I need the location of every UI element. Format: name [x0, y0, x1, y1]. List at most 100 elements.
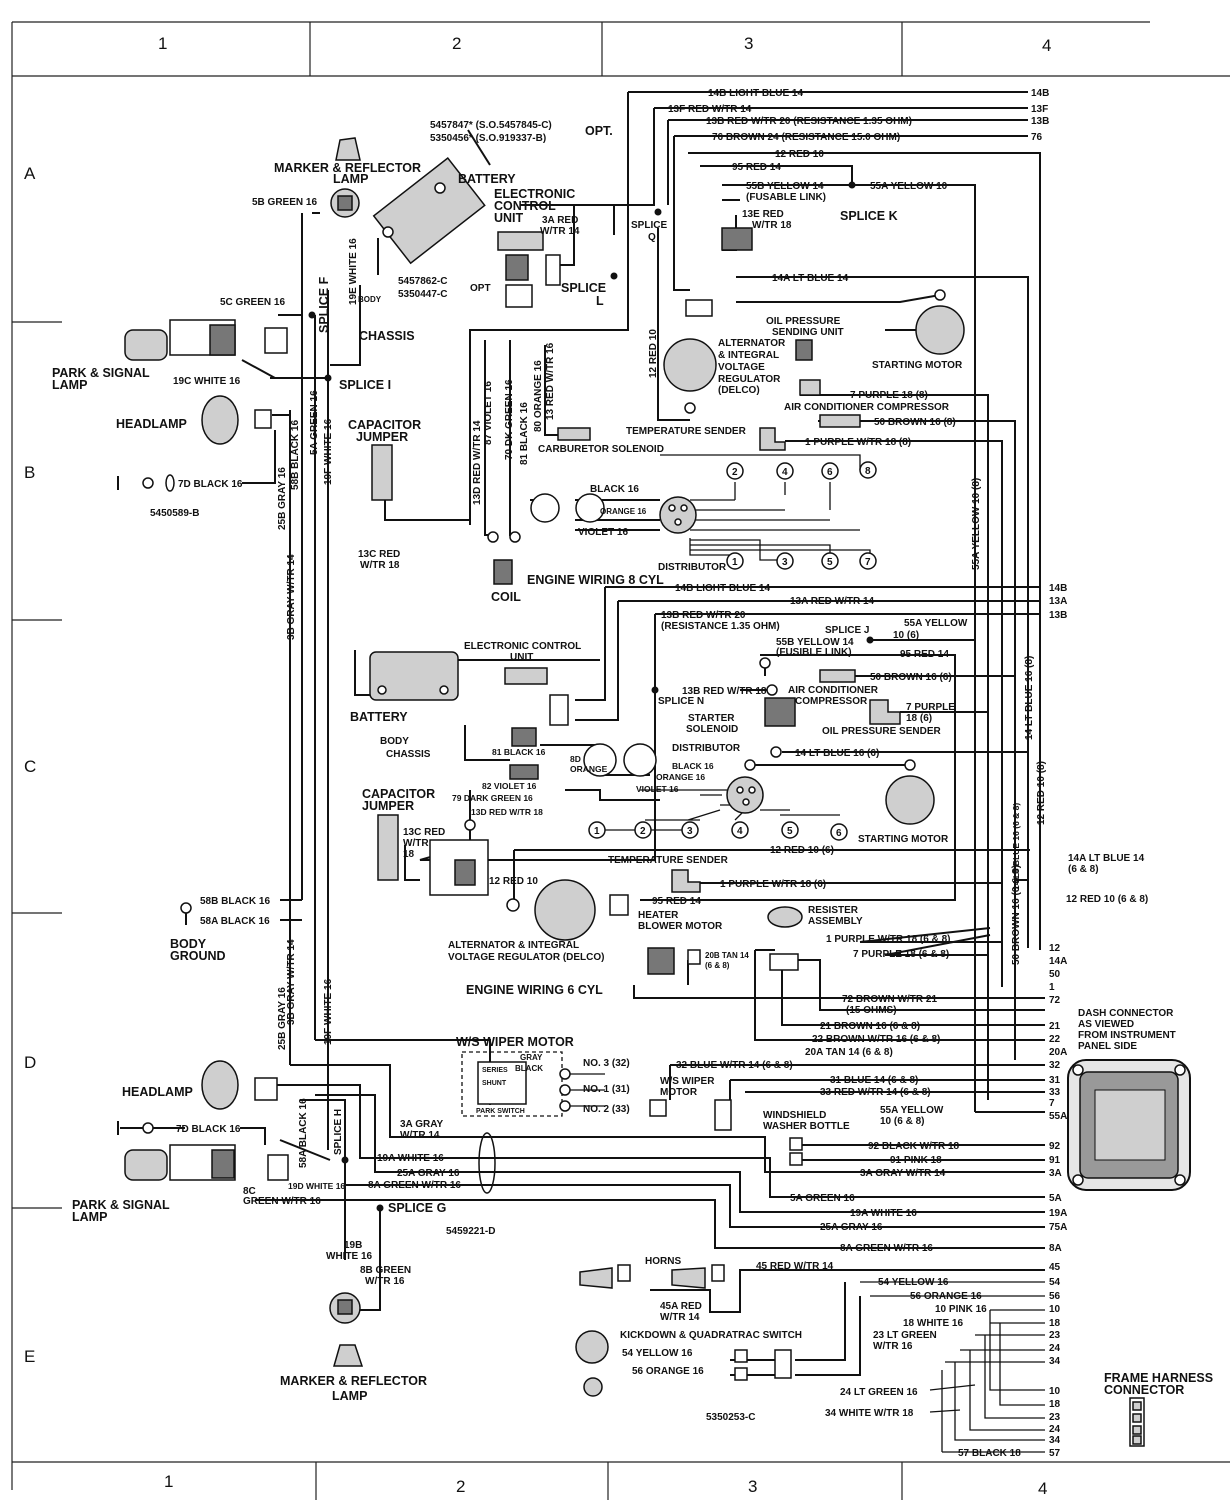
terminal-76-top: 76 [1031, 132, 1043, 143]
ecu-8-label-1: ELECTRONIC [494, 187, 575, 201]
wire-13c-6-2: W/TR [403, 838, 429, 849]
splice-n-label: SPLICE N [658, 696, 704, 707]
terminal-13f-top: 13F [1031, 104, 1048, 115]
wire-5a-r: 5A GREEN 16 [790, 1193, 855, 1204]
grid-labels: 1 2 3 4 1 2 3 4 A B C D E [24, 34, 1051, 1498]
wire-8d-2: ORANGE [570, 764, 608, 774]
splice-ellipse [478, 1132, 496, 1194]
wire-58a-6: 58A BLACK 16 [200, 916, 270, 927]
wire-3a-r: 3A GRAY W/TR 14 [860, 1168, 946, 1179]
wire-violet16-6: VIOLET 16 [636, 784, 679, 794]
capacitor-8-label: CAPACITOR [348, 418, 421, 432]
wire-labels-6cyl: 14B LIGHT BLUE 14 13A RED W/TR 14 13B RE… [200, 583, 1148, 970]
ecu-8-label-3: UNIT [494, 211, 524, 225]
ac-compressor-6cyl-icon [819, 669, 901, 725]
splice-q-label-2: Q [648, 232, 656, 243]
capacitor-jumper-6cyl-icon [377, 814, 489, 896]
relay-13e-icon [685, 227, 753, 317]
wire-33: 33 RED W/TR 14 (6 & 8) [820, 1087, 931, 1098]
wire-70: 70 DK GREEN 16 [504, 379, 515, 460]
marker-lamp-bottom-label-2: LAMP [332, 1389, 367, 1403]
wire-13f: 13F RED W/TR 14 [668, 104, 752, 115]
frame-terminal-56: 56 [1049, 1291, 1061, 1302]
battery-8-label: BATTERY [458, 172, 516, 186]
wire-14-vertical: 14 LT BLUE 16 (8) [1024, 656, 1035, 740]
wiper-no1-label: NO. 1 (31) [583, 1084, 630, 1095]
wire-50-6: 50 BROWN 16 (6) [870, 672, 952, 683]
wire-95: 95 RED 14 [732, 162, 781, 173]
wire-14a-68: 14A LT BLUE 14 [1068, 853, 1145, 864]
dash-connector-icon [1067, 1059, 1191, 1191]
wire-25a-r: 25A GRAY 16 [820, 1222, 883, 1233]
kickdown-label: KICKDOWN & QUADRATRAC SWITCH [620, 1330, 802, 1341]
dash-terminal-7: 7 [1049, 1098, 1055, 1109]
dist8-num-4: 4 [782, 467, 788, 478]
starting-motor-6-label: STARTING MOTOR [858, 834, 949, 845]
wire-19e: 19E WHITE 16 [348, 238, 359, 305]
battery-opt-label: OPT. [585, 124, 613, 138]
wire-12-vertical-8: 12 RED 10 (8) [1036, 761, 1047, 825]
wire-80: 80 ORANGE 16 [533, 360, 544, 432]
dash-terminal-5a: 5A [1049, 1193, 1062, 1204]
wire-8b: 8B GREEN [360, 1265, 411, 1276]
ac-comp-6-label-1: AIR CONDITIONER [788, 685, 879, 696]
row-label-c: C [24, 757, 36, 776]
carburetor-solenoid-icon [557, 427, 591, 441]
dash-terminal-31: 31 [1049, 1075, 1061, 1086]
wire-50: 50 BROWN 16 (8) [874, 417, 956, 428]
splice-nodes [308, 181, 874, 1212]
wire-87: 87 VIOLET 16 [483, 381, 494, 445]
splice-l-label: SPLICE [561, 281, 606, 295]
dash-terminal-19a: 19A [1049, 1208, 1067, 1219]
wire-18: 18 WHITE 16 [903, 1318, 963, 1329]
frame-connector-label-2: CONNECTOR [1104, 1383, 1184, 1397]
starter-solenoid-icon [744, 657, 796, 771]
dash-terminal-55a: 55A [1049, 1111, 1067, 1122]
park-lamp-bottom-label: PARK & SIGNAL [72, 1198, 170, 1212]
ws-wiper-motor-icon [649, 1099, 667, 1117]
chassis-6-label: CHASSIS [386, 749, 431, 760]
dash-terminal-75a: 75A [1049, 1222, 1067, 1233]
capacitor-8-label-2: JUMPER [356, 430, 408, 444]
ecu-6-label-1: ELECTRONIC CONTROL [464, 641, 581, 652]
wire-34: 34 WHITE W/TR 18 [825, 1408, 914, 1419]
wire-20b: 20B TAN 14 [705, 951, 749, 960]
wire-13c-6-3: 18 [403, 849, 415, 860]
wiper-motor-diagram [461, 1051, 605, 1117]
alt-6-label-1: ALTERNATOR & INTEGRAL [448, 940, 579, 951]
dist8-num-5: 5 [827, 557, 833, 568]
wire-orange16: ORANGE 16 [600, 507, 647, 516]
splice-h-label: SPLICE H [333, 1109, 344, 1155]
alt-8-label-4: REGULATOR [718, 374, 781, 385]
ws-wiper-label-2: MOTOR [660, 1087, 698, 1098]
wire-1-68: 1 PURPLE W/TR 18 (6 & 8) [826, 934, 950, 945]
wire-13d-6: 13D RED W/TR 18 [471, 807, 543, 817]
ecu-8-label-2: CONTROL [494, 199, 556, 213]
part-number-labels: 5457847* (S.O.5457845-C) 5350456* (S.O.9… [150, 120, 755, 1423]
dist8-num-2: 2 [732, 467, 738, 478]
wire-55a-6: 55A YELLOW [904, 618, 968, 629]
ac-compressor-8cyl-icon [819, 414, 861, 428]
wire-7-6-2: 18 (6) [906, 713, 932, 724]
ground-part-1: 5457862-C [398, 276, 447, 287]
terminal-13b-mid: 13B [1049, 610, 1067, 621]
wire-12-68: 12 RED 10 (6 & 8) [1066, 894, 1148, 905]
oil-sender-label-2: SENDING UNIT [772, 327, 844, 338]
ac-comp-6-label-2: COMPRESSOR [795, 696, 868, 707]
terminal-labels-right-mid: 14B 13A 13B [1049, 583, 1067, 621]
dist6-num-3: 3 [687, 826, 693, 837]
dist6-num-4: 4 [737, 826, 743, 837]
wire-81-6: 81 BLACK 16 [492, 747, 546, 757]
wire-55a-6-2: 10 (6) [893, 630, 919, 641]
wire-25b-d: 25B GRAY 16 [277, 987, 288, 1050]
col-label-bottom-4: 4 [1038, 1479, 1047, 1498]
dist6-num-5: 5 [787, 826, 793, 837]
wire-32: 32 BLUE W/TR 14 (6 & 8) [676, 1060, 793, 1071]
wire-55b-6: 55B YELLOW 14 [776, 637, 854, 648]
wire-1: 1 PURPLE W/TR 18 (8) [805, 437, 911, 448]
wire-20a: 20A TAN 14 (6 & 8) [805, 1047, 893, 1058]
wire-3b-d: 3B GRAY W/TR 14 [286, 939, 297, 1025]
resister-label-1: RESISTER [808, 905, 859, 916]
part-5459221: 5459221-D [446, 1226, 495, 1237]
wire-13b-6-resistance: (RESISTANCE 1.35 OHM) [661, 621, 780, 632]
